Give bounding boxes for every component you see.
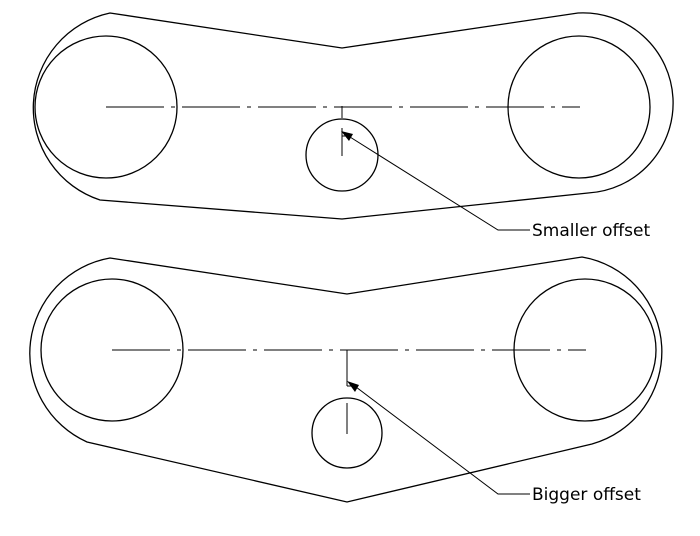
callout-smaller-offset: Smaller offset bbox=[532, 221, 650, 241]
leader-arrowhead-bottom bbox=[347, 381, 359, 392]
left-bore-top bbox=[34, 35, 178, 179]
link-bigger-offset: Bigger offset bbox=[29, 256, 663, 505]
link-smaller-offset: Smaller offset bbox=[32, 12, 674, 241]
link-outline-top bbox=[32, 12, 674, 220]
leader-line-bottom bbox=[355, 386, 530, 495]
callout-bigger-offset: Bigger offset bbox=[532, 485, 641, 505]
offset-hole-bottom bbox=[311, 397, 383, 469]
link-outline-bottom bbox=[29, 256, 663, 503]
left-bore-bottom bbox=[40, 278, 184, 422]
leader-arrowhead-top bbox=[341, 131, 353, 141]
leader-line-top bbox=[349, 136, 530, 231]
